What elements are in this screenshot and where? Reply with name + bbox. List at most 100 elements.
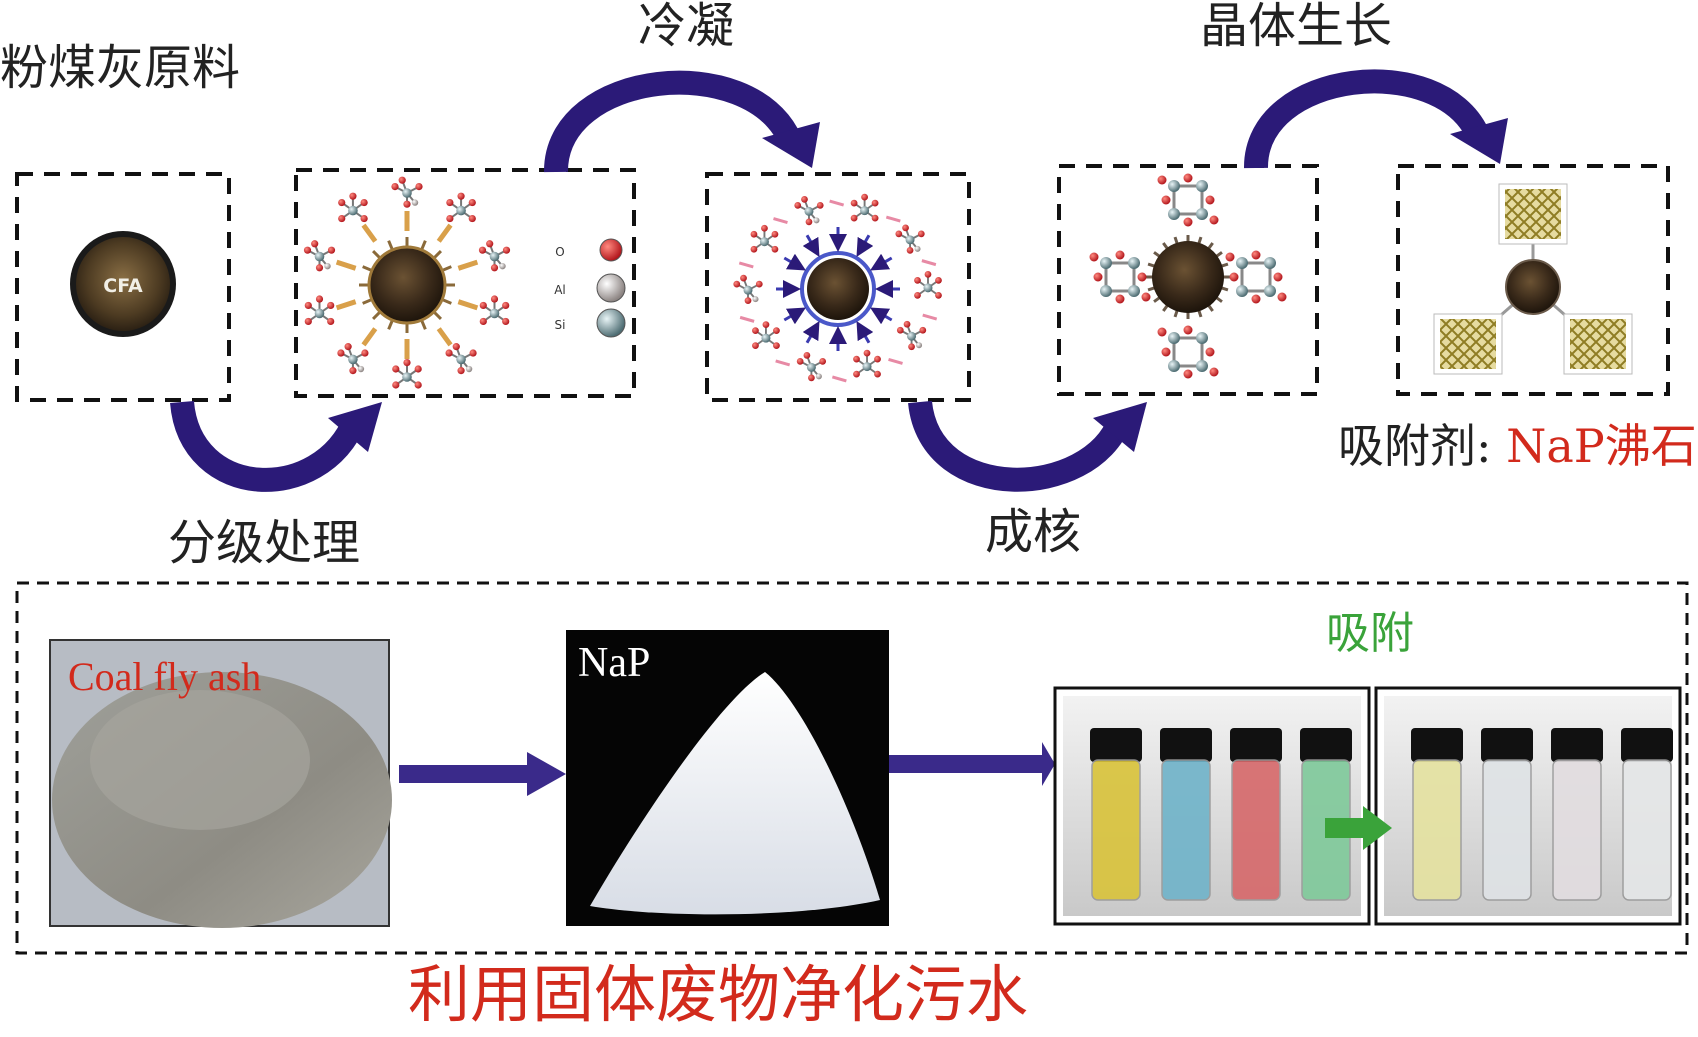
- released-molecule: [445, 343, 477, 375]
- silicon-atom: [1100, 285, 1112, 297]
- oxygen-atom: [805, 218, 813, 226]
- oxygen-atom: [479, 317, 487, 326]
- oxygen-atom: [1115, 250, 1125, 260]
- oxygen-atom: [1225, 252, 1235, 262]
- release-arrow: [436, 223, 453, 243]
- oxygen-atom: [874, 355, 881, 363]
- silicon-atom: [1236, 257, 1248, 269]
- ring-cluster: [1089, 250, 1151, 304]
- arrow-nucleation-shaft: [908, 400, 1132, 492]
- core-spike: [371, 310, 382, 321]
- nucleus-core: [1152, 241, 1224, 313]
- zeolite-crystal: [1505, 189, 1561, 239]
- nucleus-fringe: [1197, 309, 1203, 318]
- vial-cap: [1300, 728, 1352, 762]
- oxygen-atom: [361, 349, 369, 357]
- oxygen-atom: [457, 192, 465, 200]
- oxygen-atom: [1209, 367, 1219, 377]
- oxygen-atom: [903, 320, 911, 328]
- silicon-atom: [1196, 180, 1208, 192]
- oxygen-atom: [935, 276, 942, 284]
- oxygen-atom: [850, 214, 858, 222]
- oxygen-atom: [311, 240, 319, 248]
- nucleus-fringe: [1147, 286, 1156, 292]
- nucleus-fringe: [1153, 296, 1161, 303]
- silicon-atom: [862, 362, 872, 372]
- condensation-core: [807, 258, 869, 320]
- grading-core: [367, 245, 447, 325]
- oxygen-atom: [853, 355, 860, 363]
- silicon-atom: [806, 362, 816, 372]
- legend-atom-silicon: [596, 308, 626, 338]
- silicon-atom: [402, 372, 412, 382]
- oxygen-atom: [819, 357, 827, 365]
- frame-grading: [294, 168, 636, 398]
- released-molecule: [304, 295, 335, 326]
- vial: [1161, 759, 1211, 901]
- nap-photo-label: NaP: [578, 640, 650, 686]
- adsorbent-prefix: 吸附剂:: [1338, 419, 1492, 473]
- arrow-nucleation: [908, 400, 1147, 492]
- condensing-molecule: [853, 349, 881, 378]
- release-arrow: [457, 299, 479, 311]
- silicon-atom: [456, 205, 466, 216]
- pink-link: [921, 259, 937, 267]
- cfa-core-label: CFA: [103, 275, 143, 297]
- condensing-molecule: [752, 321, 780, 350]
- flow-arrow-2-head: [1042, 742, 1055, 786]
- silicon-atom: [314, 251, 325, 262]
- oxygen-atom: [1161, 195, 1171, 205]
- core-spike: [362, 265, 373, 272]
- oxygen-atom: [906, 246, 914, 254]
- pink-link: [888, 358, 903, 365]
- oxygen-atom: [919, 326, 927, 334]
- adsorption-arrow-head: [1363, 806, 1392, 850]
- silicon-atom: [1168, 208, 1180, 220]
- pink-link: [831, 375, 847, 383]
- oxygen-atom: [392, 381, 400, 389]
- adsorbent-name: NaP沸石: [1506, 419, 1697, 473]
- oxygen-atom: [1137, 272, 1147, 282]
- silicon-atom: [1236, 285, 1248, 297]
- zeolite-crystal: [1570, 319, 1626, 369]
- arrow-condensation-shaft: [543, 70, 801, 173]
- oxygen-atom: [1183, 217, 1193, 227]
- inward-arrow: [870, 307, 893, 325]
- oxygen-atom: [908, 343, 915, 351]
- oxygen-atom: [349, 192, 357, 200]
- pink-link: [739, 315, 755, 323]
- inward-arrow: [802, 321, 820, 344]
- nucleus-fringe: [1215, 296, 1223, 303]
- nucleus-fringe: [1162, 304, 1169, 312]
- oxygen-atom: [468, 214, 476, 223]
- oxygen-atom: [733, 280, 741, 288]
- aluminium-atom: [357, 365, 365, 373]
- silicon-atom: [923, 283, 933, 293]
- silicon-atom: [1264, 285, 1276, 297]
- condensing-molecule: [794, 196, 824, 226]
- nucleus-fringe: [1162, 242, 1169, 250]
- nucleus-fringe: [1207, 304, 1214, 312]
- nucleus-fringe: [1173, 309, 1179, 318]
- oxygen-atom: [740, 274, 747, 282]
- pink-link: [775, 359, 791, 367]
- core-spike: [441, 265, 452, 272]
- vial: [1482, 759, 1532, 901]
- silicon-atom: [402, 188, 412, 198]
- frame-zeolite: [1396, 164, 1670, 396]
- oxygen-atom: [490, 264, 499, 272]
- zeolite-crystal: [1440, 319, 1496, 369]
- oxygen-atom: [755, 280, 763, 288]
- oxygen-atom: [1093, 272, 1103, 282]
- inward-arrow: [802, 234, 820, 257]
- oxygen-atom: [486, 240, 494, 248]
- oxygen-atom: [853, 370, 860, 378]
- silicon-atom: [761, 333, 771, 343]
- oxygen-atom: [446, 198, 454, 207]
- oxygen-atom: [337, 349, 345, 357]
- oxygen-atom: [338, 198, 346, 207]
- vial: [1091, 759, 1141, 901]
- oxygen-atom: [303, 246, 312, 254]
- silicon-atom: [743, 285, 753, 295]
